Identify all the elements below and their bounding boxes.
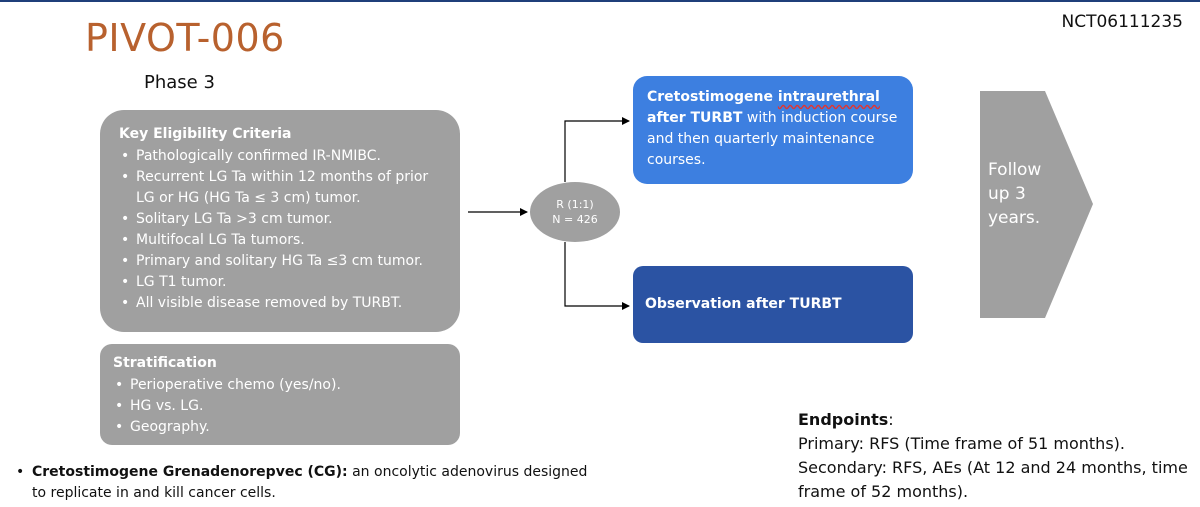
eligibility-list: Pathologically confirmed IR-NMIBC. Recur… — [119, 146, 448, 314]
eligibility-box: Key Eligibility Criteria Pathologically … — [100, 110, 460, 332]
stratification-box: Stratification Perioperative chemo (yes/… — [100, 344, 460, 445]
stratification-item: Geography. — [113, 417, 448, 438]
eligibility-item: Solitary LG Ta >3 cm tumor. — [119, 209, 448, 230]
arrow-to-arm-1 — [564, 117, 630, 182]
endpoints-heading-line: Endpoints: — [798, 408, 1198, 432]
stratification-heading: Stratification — [113, 355, 217, 371]
arrow-to-arm-2 — [564, 242, 630, 310]
note-body: Cretostimogene Grenadenorepvec (CG): an … — [16, 462, 596, 504]
arm-cretostimogene: Cretostimogene intraurethral after TURBT… — [633, 76, 913, 184]
randomization-ratio: R (1:1) — [556, 198, 594, 211]
followup-arrow-shape — [980, 91, 1093, 318]
endpoint-secondary: Secondary: RFS, AEs (At 12 and 24 months… — [798, 458, 1188, 501]
eligibility-item: All visible disease removed by TURBT. — [119, 293, 448, 314]
endpoint-primary: Primary: RFS (Time frame of 51 months). — [798, 434, 1125, 453]
endpoints-colon: : — [888, 410, 894, 429]
eligibility-item: Recurrent LG Ta within 12 months of prio… — [119, 167, 448, 209]
stratification-item: Perioperative chemo (yes/no). — [113, 375, 448, 396]
arm-2-label: Observation after TURBT — [645, 296, 842, 312]
eligibility-heading: Key Eligibility Criteria — [119, 126, 292, 142]
note-term: Cretostimogene Grenadenorepvec (CG): — [32, 464, 348, 480]
top-rule — [0, 0, 1200, 2]
eligibility-item: Multifocal LG Ta tumors. — [119, 230, 448, 251]
note-text: an oncolytic adenovirus designed to repl… — [32, 464, 588, 501]
arm-observation: Observation after TURBT — [633, 266, 913, 343]
arm-1-regimen: with induction course and then quarterly… — [647, 110, 898, 168]
eligibility-item: Pathologically confirmed IR-NMIBC. — [119, 146, 448, 167]
note-bullet: • — [16, 464, 25, 480]
followup-label: Follow up 3 years. — [988, 160, 1042, 228]
trial-id: NCT06111235 — [1061, 12, 1184, 32]
randomization-n: N = 426 — [552, 213, 598, 226]
eligibility-item: Primary and solitary HG Ta ≤3 cm tumor. — [119, 251, 448, 272]
arm-1-drug: Cretostimogene — [647, 89, 778, 105]
trial-phase: Phase 3 — [144, 72, 215, 93]
cg-definition-note: • Cretostimogene Grenadenorepvec (CG): a… — [16, 462, 596, 504]
stratification-item: HG vs. LG. — [113, 396, 448, 417]
randomization-node: R (1:1) N = 426 — [530, 182, 620, 242]
eligibility-item: LG T1 tumor. — [119, 272, 448, 293]
trial-title: PIVOT-006 — [85, 16, 285, 60]
arm-1-route: intraurethral — [777, 89, 880, 105]
stratification-list: Perioperative chemo (yes/no). HG vs. LG.… — [113, 375, 448, 438]
arm-1-timing: after TURBT — [647, 110, 743, 126]
endpoints-section: Endpoints: Primary: RFS (Time frame of 5… — [798, 408, 1198, 504]
endpoints-heading: Endpoints — [798, 410, 889, 429]
